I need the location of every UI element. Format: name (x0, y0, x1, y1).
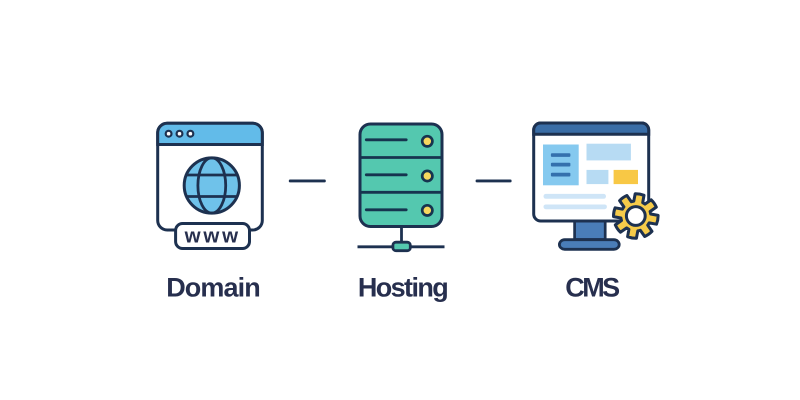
svg-text:CMS: CMS (565, 273, 619, 303)
svg-text:www: www (184, 224, 241, 247)
svg-text:Hosting: Hosting (358, 273, 447, 303)
svg-text:Domain: Domain (166, 273, 260, 303)
